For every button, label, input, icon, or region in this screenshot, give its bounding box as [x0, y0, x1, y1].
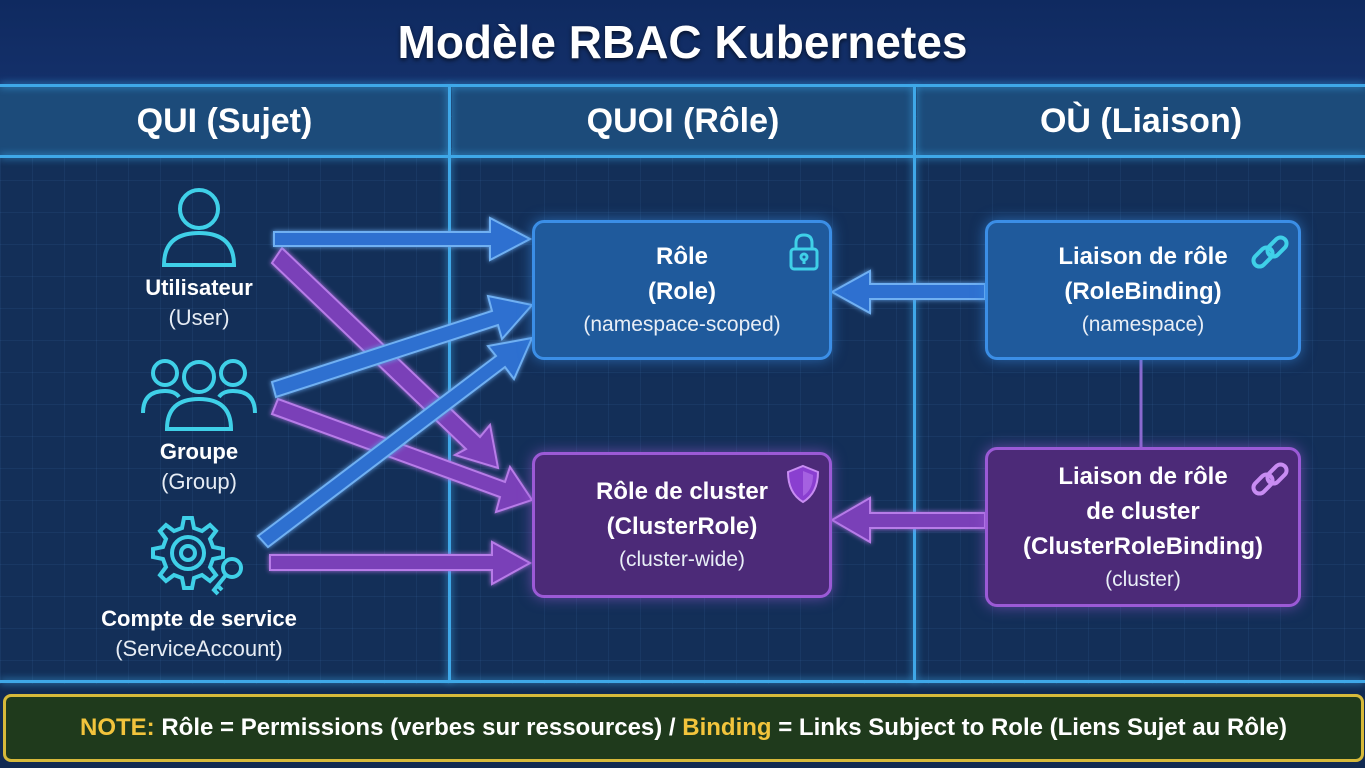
arrow-clusterrolebinding-to-clusterrole: [830, 496, 986, 544]
diagram-bottom-divider: [0, 680, 1365, 683]
column-divider-2: [913, 86, 916, 682]
header-bottom-divider: [0, 155, 1365, 158]
user-icon: [161, 188, 237, 267]
arrow-user-to-role: [273, 216, 533, 262]
header-top-divider: [0, 84, 1365, 87]
subject-user-kind: (User): [168, 305, 230, 330]
clusterrole-box: Rôle de cluster (ClusterRole) (cluster-w…: [532, 452, 832, 598]
subject-group-kind: (Group): [161, 469, 237, 494]
arrow-serviceaccount-to-clusterrole: [269, 540, 533, 586]
link-icon: [1251, 462, 1289, 496]
link-icon: [1251, 235, 1289, 269]
note-text-part2: = Links Subject to Role (Liens Sujet au …: [778, 714, 1287, 741]
subject-group: Groupe (Group): [69, 353, 329, 495]
arrow-rolebinding-to-role: [829, 269, 986, 315]
page-title: Modèle RBAC Kubernetes: [397, 16, 968, 68]
shield-icon: [786, 464, 820, 504]
column-divider-1: [448, 86, 451, 682]
clusterrole-scope: (cluster-wide): [618, 548, 746, 571]
note-label: NOTE:: [80, 714, 155, 741]
role-scope: (namespace-scoped): [583, 313, 781, 336]
note-text-part1: Rôle = Permissions (verbes sur ressource…: [161, 714, 676, 741]
column-header-where-label: OÙ (Liaison): [1039, 101, 1243, 140]
subject-user-name: Utilisateur: [145, 275, 253, 300]
gear-key-icon: [151, 516, 243, 596]
clusterrole-title: Rôle de cluster: [595, 478, 769, 505]
column-header-who-label: QUI (Sujet): [136, 101, 313, 140]
rolebinding-kind: (RoleBinding): [1064, 278, 1222, 305]
clusterrolebinding-kind: (ClusterRoleBinding): [1023, 532, 1263, 560]
arrow-serviceaccount-to-role: [256, 336, 534, 549]
rolebinding-title: Liaison de rôle: [1058, 243, 1228, 270]
role-box: Rôle (Role) (namespace-scoped): [532, 220, 832, 360]
clusterrolebinding-box: Liaison de rôle de cluster (ClusterRoleB…: [985, 447, 1301, 607]
subject-serviceaccount: Compte de service (ServiceAccount): [69, 512, 329, 662]
clusterrolebinding-title-line2: de cluster: [1086, 497, 1200, 525]
subject-group-name: Groupe: [159, 439, 239, 464]
arrow-group-to-clusterrole: [270, 397, 534, 514]
subject-serviceaccount-name: Compte de service: [101, 606, 297, 631]
title-bar: Modèle RBAC Kubernetes: [0, 0, 1365, 84]
column-header-where: OÙ (Liaison): [917, 86, 1365, 156]
note-bar: NOTE: Rôle = Permissions (verbes sur res…: [3, 694, 1364, 762]
group-icon: [141, 359, 257, 431]
rolebinding-scope: (namespace): [1081, 313, 1205, 336]
role-title: Rôle: [655, 243, 708, 270]
lock-icon: [789, 233, 819, 271]
rolebinding-box: Liaison de rôle (RoleBinding) (namespace…: [985, 220, 1301, 360]
clusterrole-kind: (ClusterRole): [606, 513, 758, 540]
column-header-who: QUI (Sujet): [0, 86, 449, 156]
subject-serviceaccount-kind: (ServiceAccount): [115, 636, 283, 661]
column-header-what: QUOI (Rôle): [452, 86, 914, 156]
note-highlight: Binding: [682, 714, 772, 741]
role-kind: (Role): [648, 278, 716, 305]
subject-user: Utilisateur (User): [69, 183, 329, 331]
clusterrolebinding-title-line1: Liaison de rôle: [1058, 462, 1228, 490]
column-header-what-label: QUOI (Rôle): [586, 101, 780, 140]
arrow-group-to-role: [270, 294, 534, 399]
clusterrolebinding-scope: (cluster): [1105, 567, 1181, 591]
